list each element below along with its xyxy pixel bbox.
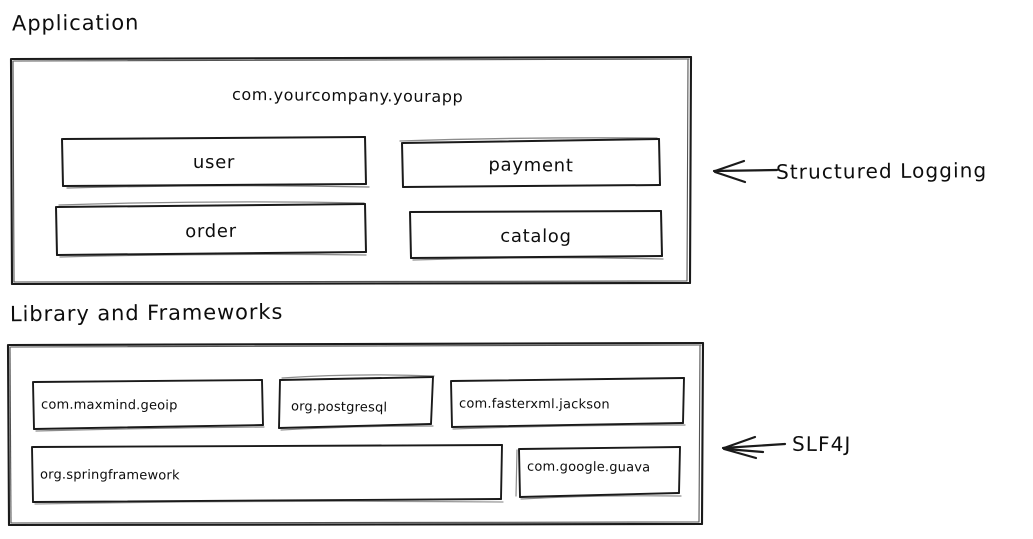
library-label-maxmind: com.maxmind.geoip: [40, 397, 178, 414]
library-label-springframework: org.springframework: [39, 467, 180, 484]
structured-logging-arrow: [712, 159, 779, 184]
library-container-outline: [6, 341, 705, 527]
module-label-payment: payment: [488, 154, 574, 177]
library-label-guava: com.google.guava: [526, 459, 651, 476]
application-heading: Application: [11, 10, 140, 36]
module-box-user-shadow: [66, 185, 370, 189]
library-container-outline-pass2: [9, 344, 702, 524]
module-box-catalog-shadow: [412, 257, 664, 261]
module-label-catalog: catalog: [500, 225, 572, 248]
library-heading: Library and Frameworks: [9, 299, 284, 327]
library-label-postgresql: org.postgresql: [290, 399, 388, 416]
library-box-springframework-shadow: [34, 500, 504, 505]
slf4j-annotation-label: SLF4J: [791, 431, 852, 457]
library-box-jackson-shadow: [452, 424, 686, 430]
slf4j-arrow: [721, 435, 787, 460]
structured-logging-annotation-label: Structured Logging: [775, 158, 988, 184]
module-label-user: user: [192, 151, 236, 174]
root-package-label: com.yourcompany.yourapp: [231, 84, 464, 107]
library-label-jackson: com.fasterxml.jackson: [458, 396, 610, 413]
library-box-maxmind-shadow: [35, 426, 265, 432]
module-box-payment-shadow: [399, 137, 658, 142]
module-label-order: order: [185, 220, 237, 243]
